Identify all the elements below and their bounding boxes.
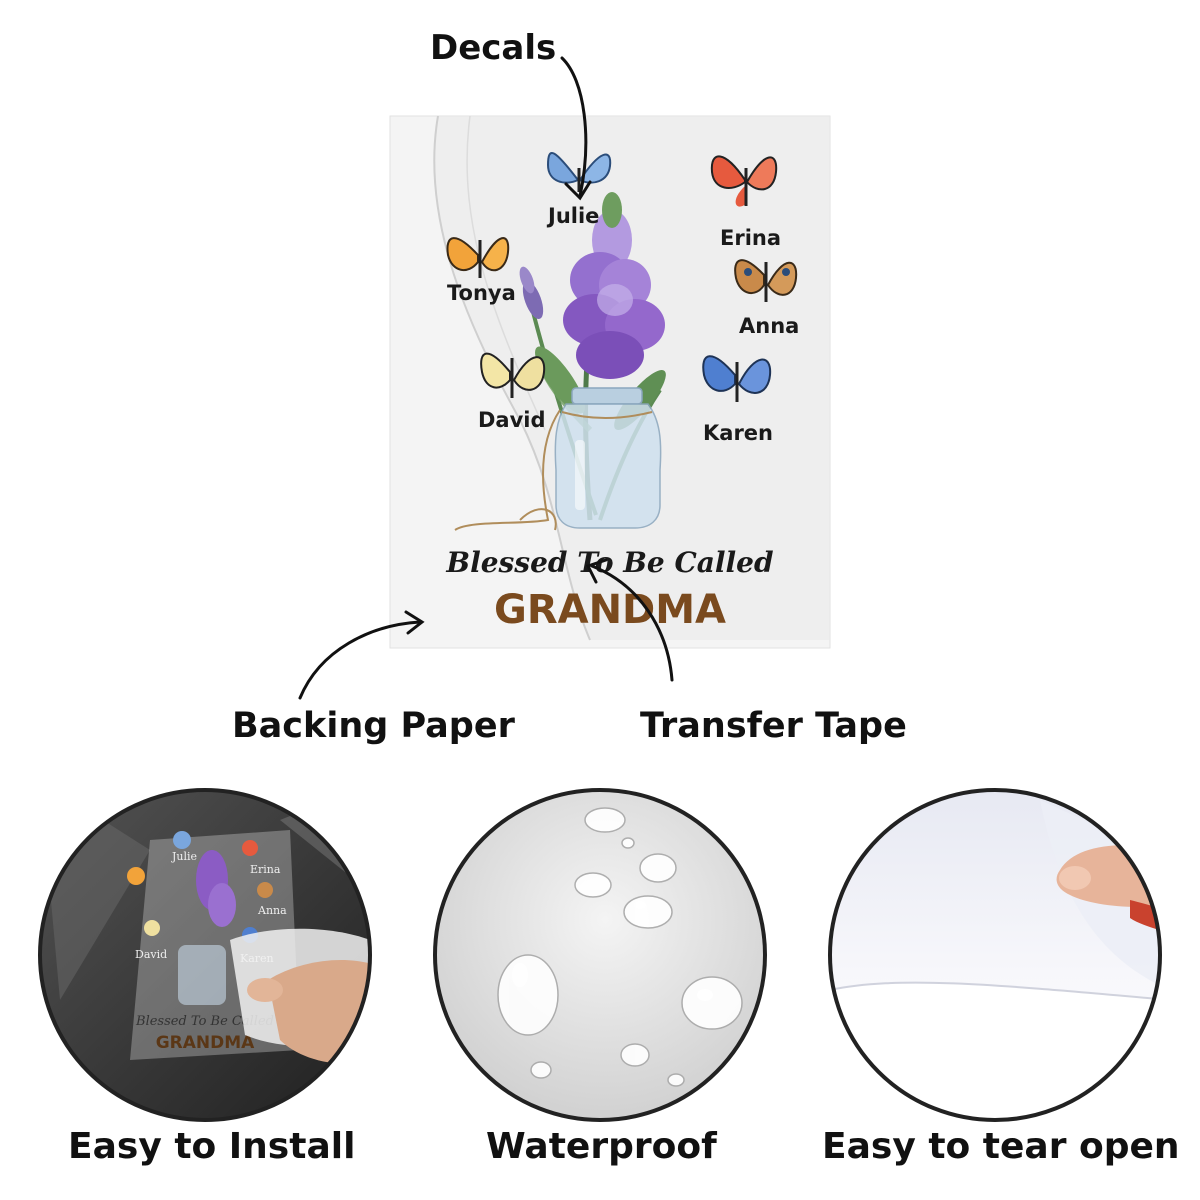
decal-name-erina: Erina <box>720 226 781 250</box>
easy-tear-photo <box>828 788 1162 1122</box>
decal-name-david: David <box>478 408 546 432</box>
feature-label-waterproof: Waterproof <box>486 1126 717 1167</box>
butterfly-icon <box>546 152 612 192</box>
butterfly-icon <box>480 352 546 398</box>
easy-install-photo: Julie Erina Anna David Karen Blessed To … <box>38 788 372 1122</box>
transfer-tape-arrow <box>585 558 674 682</box>
flower-vase-design <box>454 192 666 531</box>
butterfly-icon <box>710 155 778 207</box>
decal-title: GRANDMA <box>494 587 726 633</box>
mini-tagline: Blessed To Be Called <box>135 1014 274 1029</box>
butterfly-icon <box>734 259 798 302</box>
decal-name-julie: Julie <box>546 204 599 228</box>
transfer-tape-label: Transfer Tape <box>640 706 907 746</box>
mini-name-david: David <box>135 948 167 961</box>
feature-label-easy-install: Easy to Install <box>68 1126 356 1167</box>
backing-paper-label: Backing Paper <box>232 706 515 746</box>
decal-name-karen: Karen <box>703 421 773 445</box>
butterfly-icon <box>702 355 772 402</box>
decals-arrow <box>560 56 592 201</box>
butterfly-icon <box>446 237 510 278</box>
mini-name-anna: Anna <box>257 904 287 917</box>
backing-paper-arrow <box>298 610 425 700</box>
mini-title: GRANDMA <box>156 1033 255 1053</box>
decal-name-anna: Anna <box>739 314 799 338</box>
mini-name-erina: Erina <box>250 863 281 876</box>
feature-label-easy-tear: Easy to tear open <box>822 1126 1180 1167</box>
decal-name-tonya: Tonya <box>447 281 516 305</box>
mini-name-julie: Julie <box>171 850 197 863</box>
decals-label: Decals <box>430 28 557 68</box>
waterproof-photo <box>433 788 767 1122</box>
